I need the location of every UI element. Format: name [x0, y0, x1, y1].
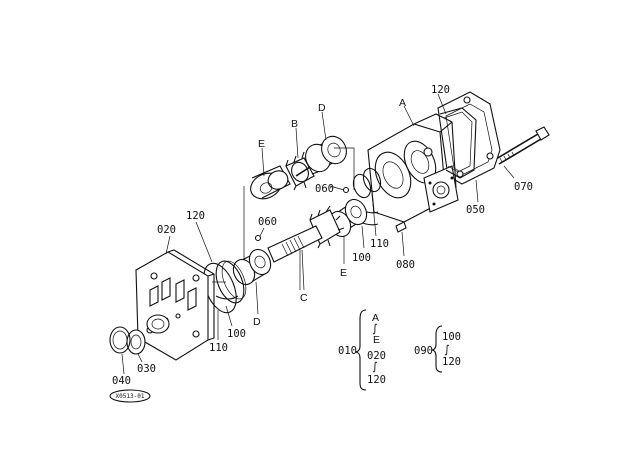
- callout-080: 080: [396, 259, 415, 271]
- callout-040: 040: [112, 375, 131, 387]
- callout-060-mid: 060: [258, 216, 277, 228]
- callout-E-bottom: E: [340, 267, 347, 279]
- legend-010: 010 A ∫ E 020 ∫ 120: [338, 309, 386, 391]
- legend-010-item-4: 120: [367, 374, 386, 386]
- legend-010-range-2: ∫: [372, 360, 378, 373]
- bushing-D-bottom: [232, 248, 272, 286]
- callout-110-right: 110: [370, 238, 389, 250]
- legend-010-range-1: ∫: [372, 322, 378, 335]
- housing-A: [367, 113, 459, 223]
- callout-labels: A 120 B D E 060 070 050 110 100 080 E 06…: [112, 84, 533, 387]
- assembly-lines: [212, 147, 355, 290]
- callout-100-right: 100: [352, 252, 371, 264]
- callout-120-top: 120: [431, 84, 450, 96]
- callout-070: 070: [514, 181, 533, 193]
- cover-020: [135, 249, 215, 361]
- rings-left: [203, 260, 247, 314]
- callout-C: C: [300, 292, 308, 304]
- leader-lines: [121, 93, 515, 375]
- drive-gear-C: [254, 205, 345, 263]
- callout-A: A: [399, 97, 406, 109]
- callout-060-top: 060: [315, 183, 334, 195]
- legend-090-item-2: 120: [442, 356, 461, 368]
- legend-010-key: 010: [338, 345, 357, 357]
- reference-code-badge: X0513-01: [109, 389, 151, 403]
- seal-030: [126, 329, 146, 355]
- reference-code: X0513-01: [116, 393, 145, 400]
- callout-D-bottom: D: [253, 316, 261, 328]
- legend-010-item-3: 020: [367, 350, 386, 362]
- callout-D-top: D: [318, 102, 326, 114]
- bushing-E-top: [250, 165, 291, 200]
- pin-080: [395, 221, 407, 233]
- legend-090-key: 090: [414, 345, 433, 357]
- callout-050: 050: [466, 204, 485, 216]
- callout-030: 030: [137, 363, 156, 375]
- bushing-E-bottom: [328, 186, 368, 238]
- legend-090: 090 100 ∫ 120: [414, 325, 461, 373]
- callout-100-bottom: 100: [227, 328, 246, 340]
- oring-120-top: [439, 107, 477, 179]
- callout-B: B: [291, 118, 298, 130]
- callout-120-left: 120: [186, 210, 205, 222]
- circlip-040: [109, 326, 131, 354]
- bushing-D-top: [305, 135, 347, 173]
- legend-090-range: ∫: [444, 343, 450, 356]
- bolt-070: [495, 126, 550, 165]
- callout-110-bottom: 110: [209, 342, 228, 354]
- callout-020: 020: [157, 224, 176, 236]
- callout-E-top: E: [258, 138, 265, 150]
- legend-010-item-2: E: [373, 334, 380, 346]
- legend-010-item-1: A: [372, 312, 379, 324]
- legend-090-item-1: 100: [442, 331, 461, 343]
